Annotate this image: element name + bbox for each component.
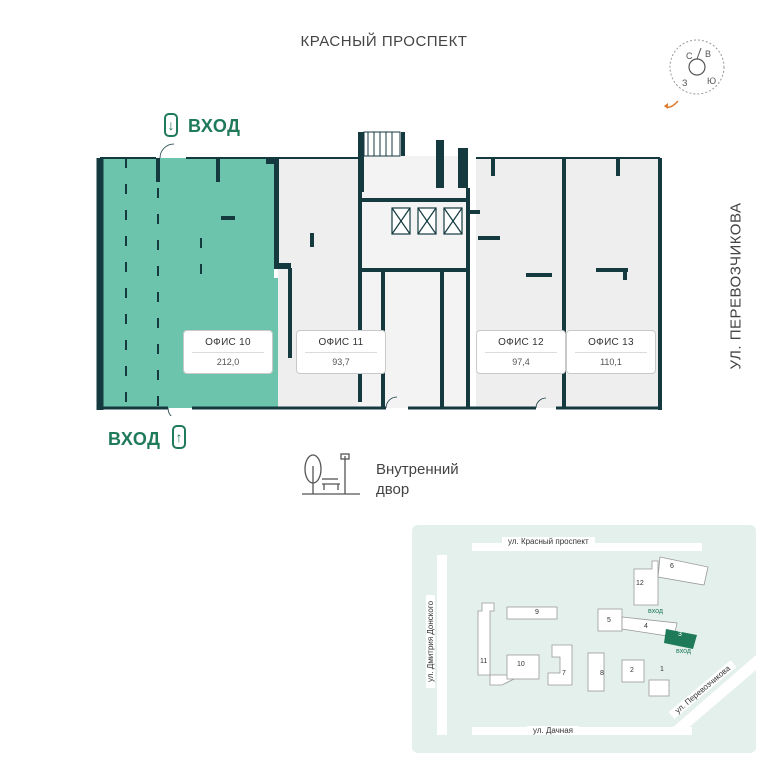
entrance-bottom-arrow-icon: ↑ [172,425,186,449]
courtyard-icon [300,452,362,501]
compass-rose-icon [669,39,725,95]
office-11-size: 93,7 [332,357,350,367]
office-10-label[interactable]: ОФИС 10 212,0 [183,330,273,374]
minimap-entrance-top: вход [648,608,663,615]
office-12-size: 97,4 [512,357,530,367]
minimap-building-label: 1 [660,666,664,673]
floor-plan [96,128,666,421]
office-11-label[interactable]: ОФИС 11 93,7 [296,330,386,374]
minimap-building-label: 8 [600,670,604,677]
compass-arrow-icon [662,98,682,117]
minimap-building-label: 9 [535,609,539,616]
compass-north: С [686,51,693,61]
compass-west: З [682,78,688,88]
office-13-size: 110,1 [600,357,622,367]
office-12-label[interactable]: ОФИС 12 97,4 [476,330,566,374]
office-13-name: ОФИС 13 [575,331,647,353]
minimap-building-label: 11 [480,658,488,665]
minimap-building-label: 2 [630,667,634,674]
office-11-name: ОФИС 11 [305,331,377,353]
minimap-building-label: 3 [678,631,682,638]
minimap-entrance-bottom: вход [676,648,691,655]
street-label-top: КРАСНЫЙ ПРОСПЕКТ [300,33,468,50]
minimap-building-label: 12 [636,580,644,587]
minimap-building-label: 5 [607,617,611,624]
office-13-label[interactable]: ОФИС 13 110,1 [566,330,656,374]
office-10-name: ОФИС 10 [192,331,264,353]
street-label-right: УЛ. ПЕРЕВОЗЧИКОВА [727,202,745,370]
minimap-svg [437,543,756,735]
floor-plan-svg [96,131,662,421]
compass-south: Ю [707,76,717,86]
entrance-top-arrow-icon: ↓ [164,113,178,137]
minimap-building-label: 10 [517,661,525,668]
minimap-building-label: 6 [670,563,674,570]
courtyard-label: Внутренний двор [376,461,459,498]
minimap-street-left: ул. Дмитрия Донского [426,594,436,689]
location-minimap: ул. Красный проспект ул. Дачная ул. Дмит… [412,525,756,753]
entrance-bottom-label: ВХОД [108,429,161,449]
compass-east: В [705,49,712,59]
compass: С В Ю З [668,38,726,96]
office-10-size: 212,0 [216,357,240,367]
office-12-name: ОФИС 12 [485,331,557,353]
entrance-top-label: ВХОД [188,116,241,136]
minimap-street-bottom: ул. Дачная [527,726,579,735]
minimap-building-label: 7 [562,670,566,677]
minimap-street-top: ул. Красный проспект [502,537,595,546]
minimap-building-label: 4 [644,623,648,630]
